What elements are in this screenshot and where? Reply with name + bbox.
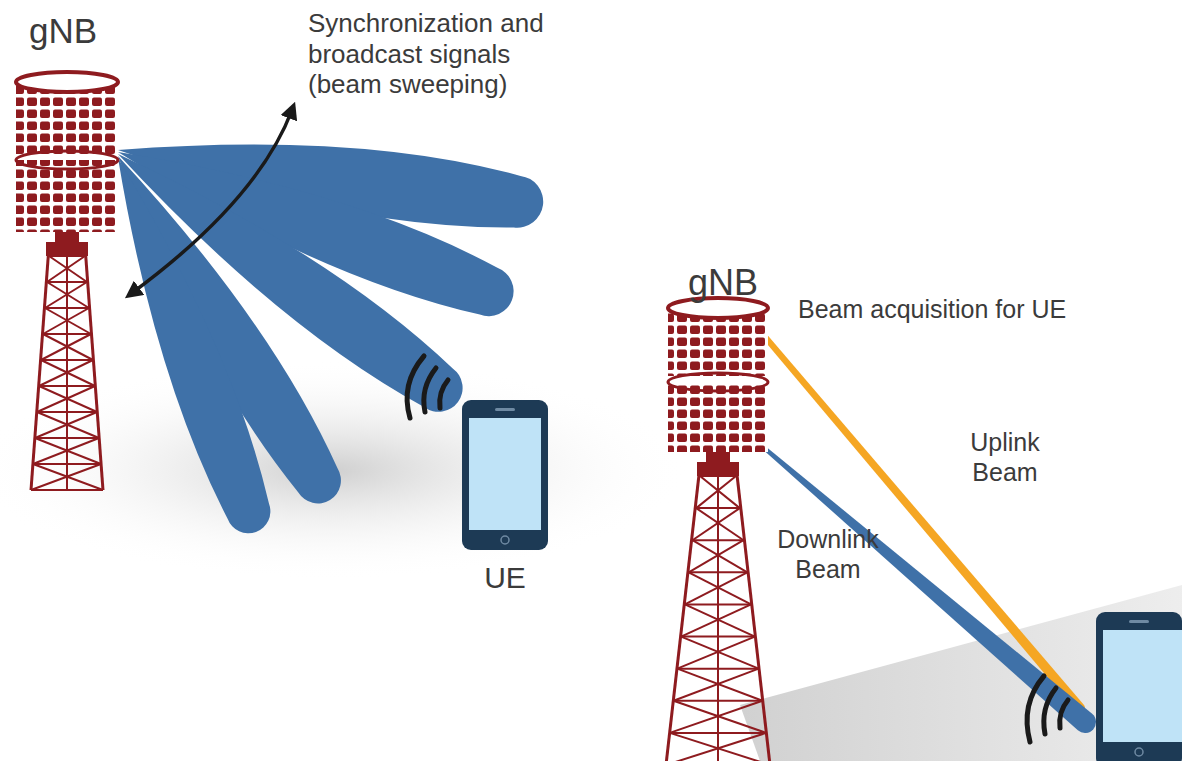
phone-icon [1096, 612, 1182, 761]
lattice-tower [31, 242, 103, 490]
sweep-arrow [132, 110, 292, 293]
caption-text: Synchronization and broadcast signals (b… [308, 8, 570, 100]
antenna-array [668, 298, 768, 466]
lattice-tower [666, 462, 770, 761]
beam-label: Uplink Beam [950, 428, 1060, 487]
beam-label: Downlink Beam [768, 525, 888, 584]
caption-text: Beam acquisition for UE [798, 295, 1128, 325]
beam-lobe [91, 148, 282, 542]
station-label: gNB [668, 262, 778, 304]
signal-waves [407, 356, 448, 418]
signal-waves [1027, 676, 1068, 742]
station-label: gNB [8, 10, 118, 51]
beam [762, 335, 1087, 715]
phone-icon [462, 400, 548, 550]
ground-shadow [0, 360, 690, 580]
antenna-array [16, 72, 118, 246]
beam [755, 438, 1101, 738]
device-label: UE [455, 560, 555, 595]
